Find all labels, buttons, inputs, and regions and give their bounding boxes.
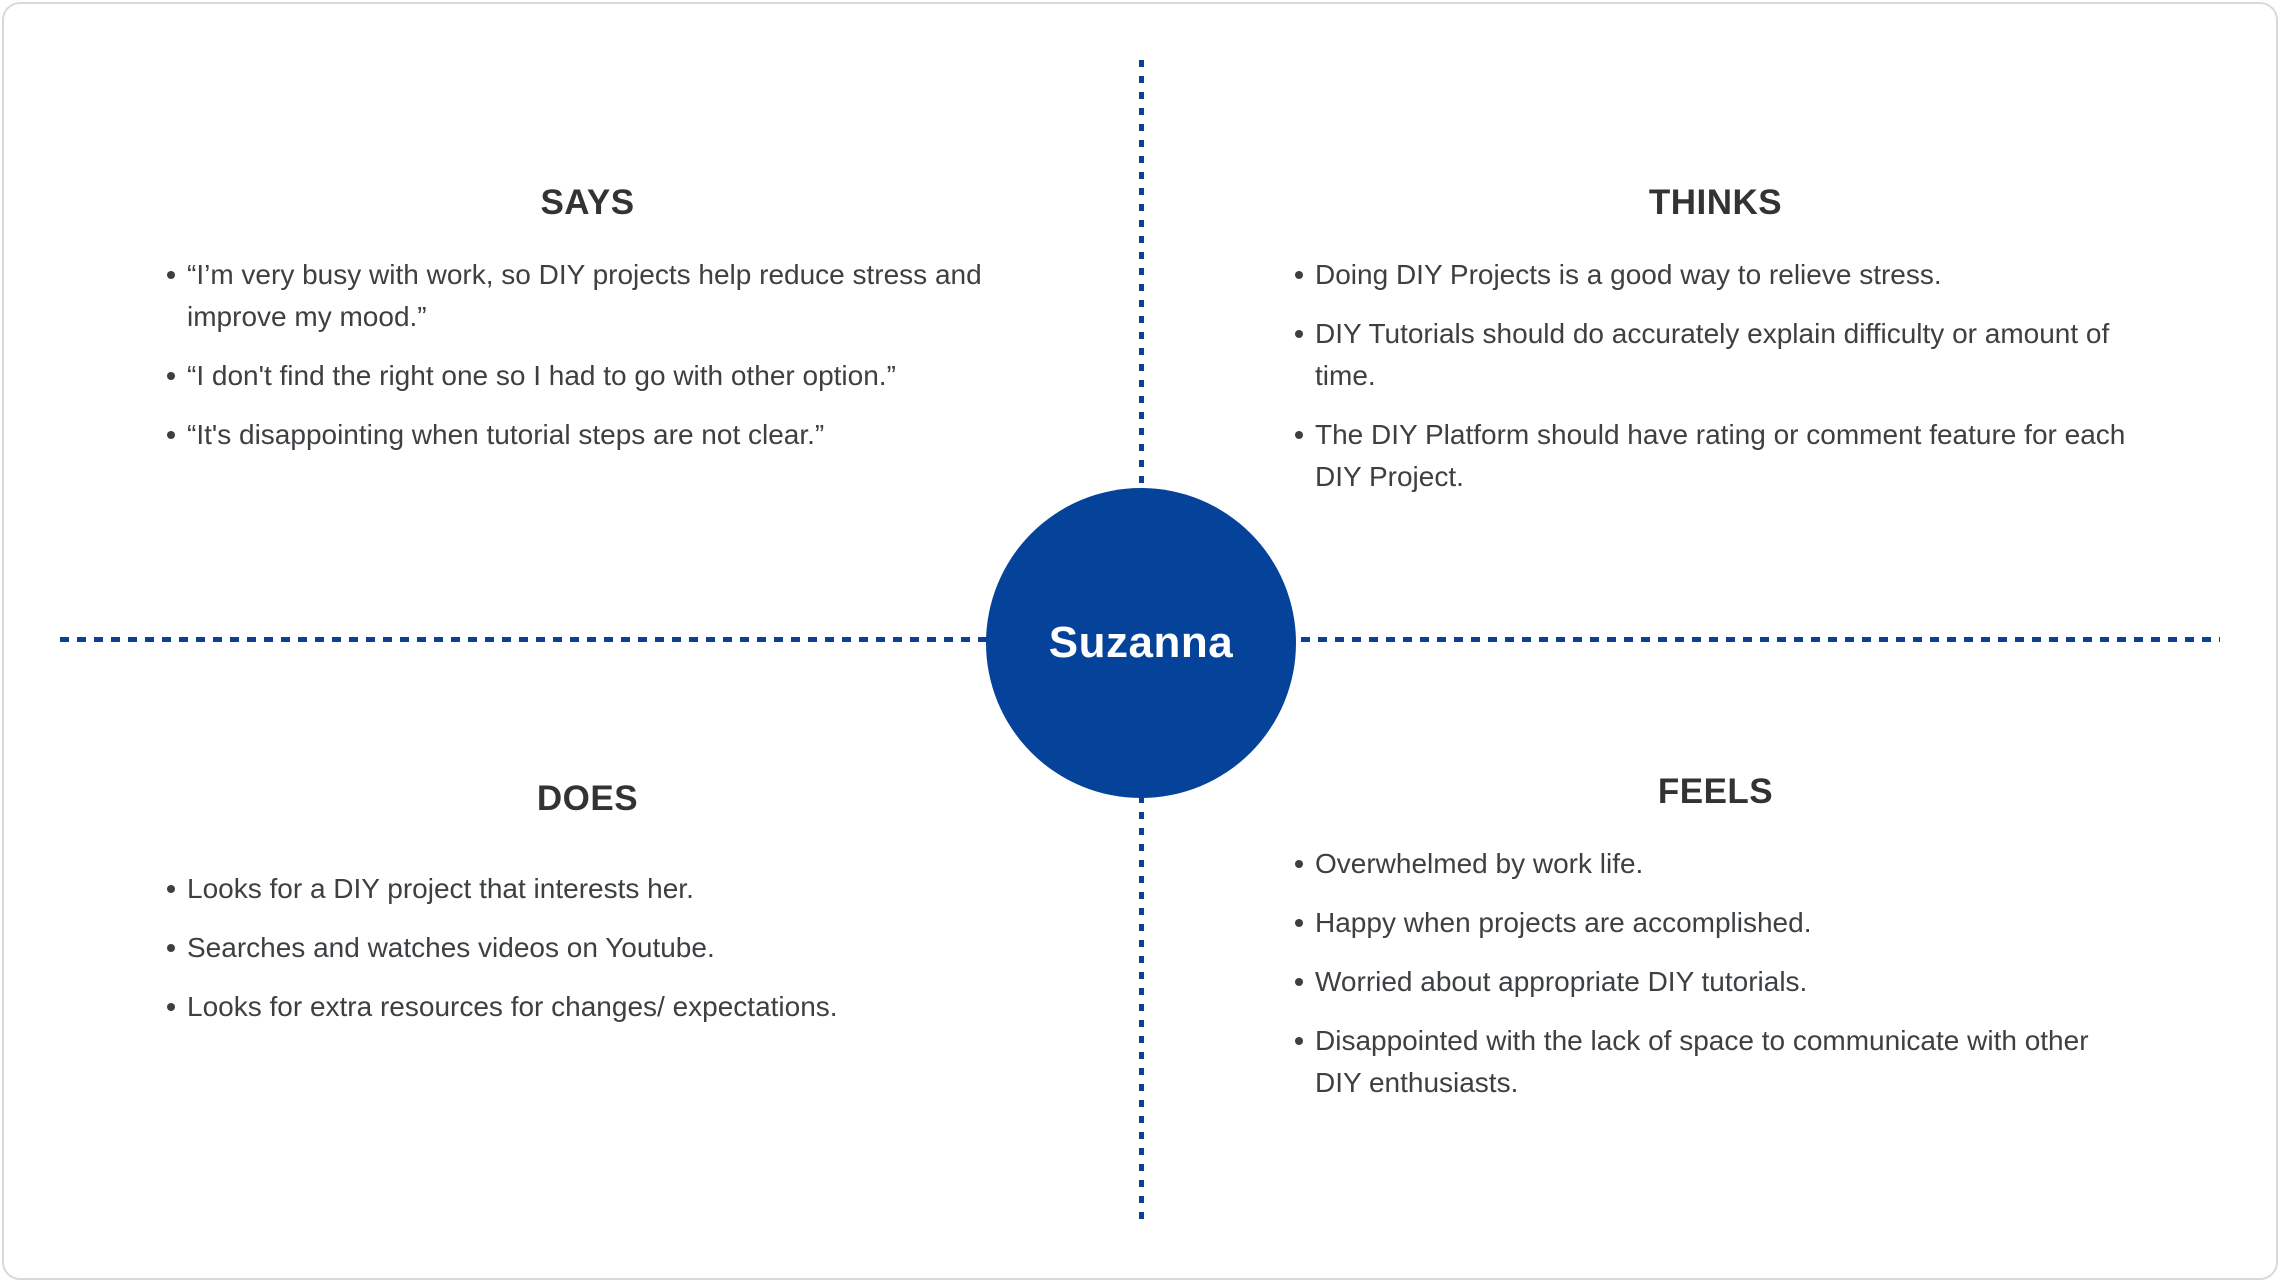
list-item: The DIY Platform should have rating or c… [1293, 414, 2138, 498]
list-item: DIY Tutorials should do accurately expla… [1293, 313, 2138, 397]
list-item-text: “I don't find the right one so I had to … [187, 360, 896, 391]
bullet-icon [1295, 978, 1303, 986]
bullet-icon [1295, 919, 1303, 927]
bullet-icon [167, 1003, 175, 1011]
list-item: Looks for a DIY project that interests h… [165, 868, 1010, 910]
quadrant-says: SAYS “I’m very busy with work, so DIY pr… [165, 185, 1010, 473]
bullet-icon [167, 944, 175, 952]
bullet-icon [167, 271, 175, 279]
bullet-icon [1295, 860, 1303, 868]
bullet-icon [1295, 271, 1303, 279]
list-item-text: Worried about appropriate DIY tutorials. [1315, 966, 1808, 997]
bullet-icon [167, 885, 175, 893]
list-item-text: “It's disappointing when tutorial steps … [187, 419, 825, 450]
list-item: Happy when projects are accomplished. [1293, 902, 2138, 944]
quadrant-does: DOES Looks for a DIY project that intere… [165, 781, 1010, 1045]
list-item-text: “I’m very busy with work, so DIY project… [187, 259, 982, 332]
list-item: “I’m very busy with work, so DIY project… [165, 254, 1010, 338]
persona-circle: Suzanna [986, 488, 1296, 798]
list-item-text: Overwhelmed by work life. [1315, 848, 1644, 879]
says-list: “I’m very busy with work, so DIY project… [165, 254, 1010, 456]
bullet-icon [1295, 431, 1303, 439]
list-item: “I don't find the right one so I had to … [165, 355, 1010, 397]
list-item: Disappointed with the lack of space to c… [1293, 1020, 2138, 1104]
list-item-text: Searches and watches videos on Youtube. [187, 932, 715, 963]
list-item-text: DIY Tutorials should do accurately expla… [1315, 318, 2110, 391]
quadrant-feels: FEELS Overwhelmed by work life. Happy wh… [1293, 774, 2138, 1121]
list-item-text: Looks for extra resources for changes/ e… [187, 991, 838, 1022]
quadrant-title-feels: FEELS [1657, 772, 1774, 811]
bullet-icon [1295, 1037, 1303, 1045]
quadrant-title-thinks: THINKS [1648, 183, 1783, 222]
feels-list: Overwhelmed by work life. Happy when pro… [1293, 843, 2138, 1104]
persona-name: Suzanna [1048, 618, 1234, 667]
list-item: Overwhelmed by work life. [1293, 843, 2138, 885]
list-item-text: Doing DIY Projects is a good way to reli… [1315, 259, 1942, 290]
bullet-icon [1295, 330, 1303, 338]
list-item: Doing DIY Projects is a good way to reli… [1293, 254, 2138, 296]
list-item-text: Disappointed with the lack of space to c… [1315, 1025, 2089, 1098]
list-item-text: Looks for a DIY project that interests h… [187, 873, 694, 904]
bullet-icon [167, 372, 175, 380]
list-item: “It's disappointing when tutorial steps … [165, 414, 1010, 456]
does-list: Looks for a DIY project that interests h… [165, 868, 1010, 1028]
quadrant-title-says: SAYS [540, 183, 635, 222]
thinks-list: Doing DIY Projects is a good way to reli… [1293, 254, 2138, 498]
list-item-text: Happy when projects are accomplished. [1315, 907, 1812, 938]
quadrant-thinks: THINKS Doing DIY Projects is a good way … [1293, 185, 2138, 515]
list-item-text: The DIY Platform should have rating or c… [1315, 419, 2126, 492]
list-item: Searches and watches videos on Youtube. [165, 927, 1010, 969]
list-item: Worried about appropriate DIY tutorials. [1293, 961, 2138, 1003]
list-item: Looks for extra resources for changes/ e… [165, 986, 1010, 1028]
quadrant-title-does: DOES [536, 779, 639, 818]
bullet-icon [167, 431, 175, 439]
